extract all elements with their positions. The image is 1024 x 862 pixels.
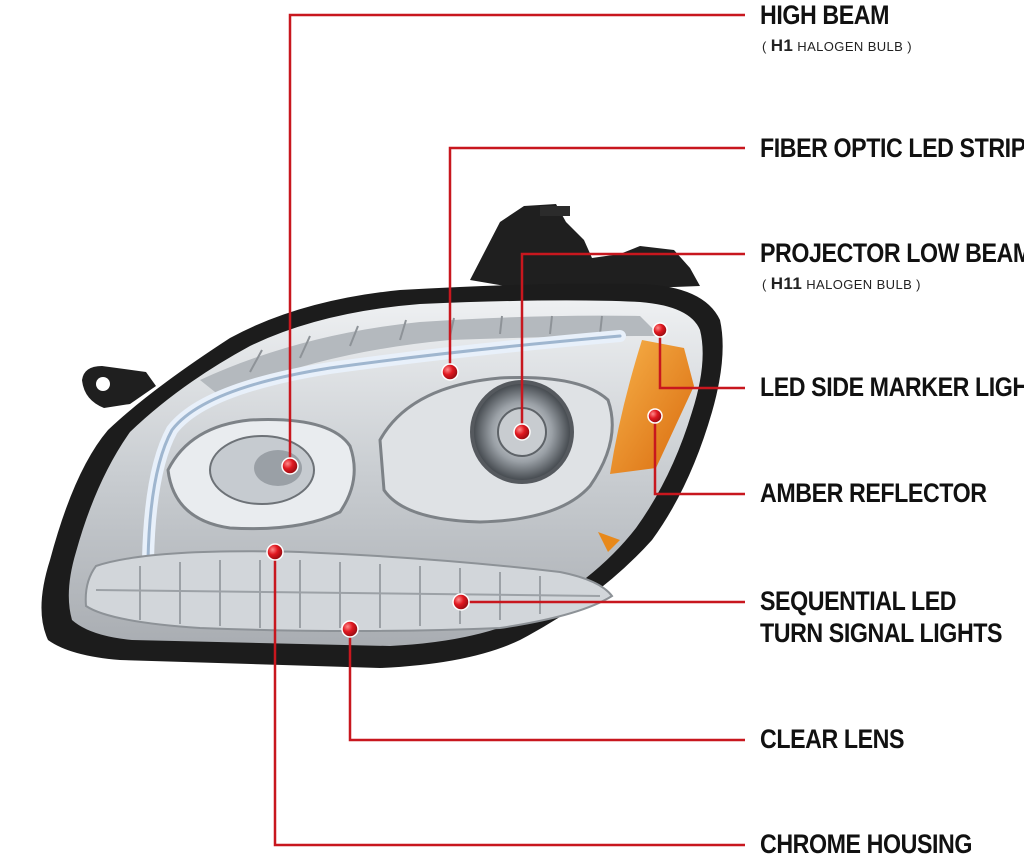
leader-high-beam — [288, 13, 745, 466]
dot-side-marker — [652, 322, 668, 338]
leader-fiber-optic — [448, 146, 745, 372]
label-amber: AMBER REFLECTOR — [760, 478, 987, 508]
sublabel-projector: ( H11 HALOGEN BULB ) — [762, 274, 921, 293]
leader-lines — [273, 13, 745, 847]
leader-chrome — [273, 552, 745, 847]
label-clear-lens: CLEAR LENS — [760, 724, 905, 754]
leader-clear-lens — [348, 629, 745, 742]
leader-amber — [653, 416, 745, 496]
label-fiber-optic: FIBER OPTIC LED STRIP — [760, 133, 1024, 163]
dot-projector — [513, 423, 531, 441]
leader-side-marker — [658, 330, 745, 390]
label-side-marker: LED SIDE MARKER LIGHT — [760, 372, 1024, 402]
label-sequential-line1: SEQUENTIAL LED — [760, 586, 957, 616]
dot-sequential — [452, 593, 470, 611]
dot-fiber-optic — [441, 363, 459, 381]
label-high-beam: HIGH BEAM — [760, 0, 889, 30]
dot-chrome — [266, 543, 284, 561]
label-sequential-line2: TURN SIGNAL LIGHTS — [760, 618, 1003, 648]
label-projector: PROJECTOR LOW BEAM — [760, 238, 1024, 268]
dot-high-beam — [281, 457, 299, 475]
callout-dots — [266, 322, 668, 638]
dot-clear-lens — [341, 620, 359, 638]
leader-projector — [520, 252, 745, 432]
label-chrome: CHROME HOUSING — [760, 829, 973, 859]
dot-amber — [647, 408, 663, 424]
sublabel-high-beam: ( H1 HALOGEN BULB ) — [762, 36, 912, 55]
headlight-illustration — [41, 204, 723, 668]
